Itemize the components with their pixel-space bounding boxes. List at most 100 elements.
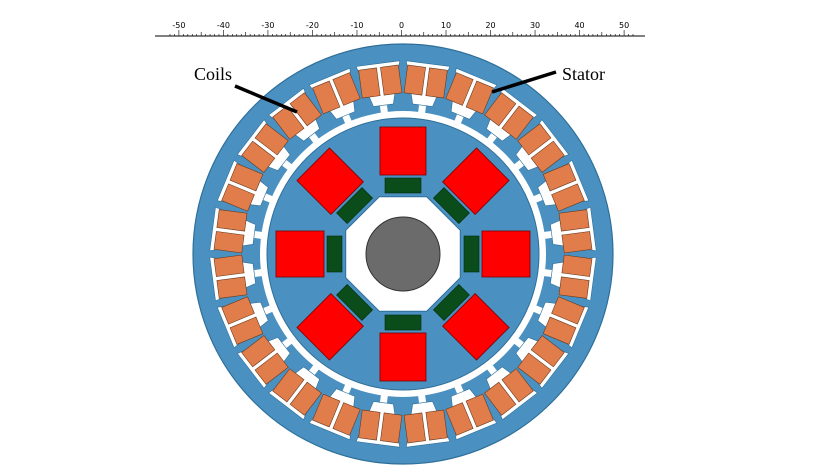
rotor-pole xyxy=(481,230,531,278)
callouts: Coils Stator xyxy=(194,64,605,114)
coil-side xyxy=(425,67,448,99)
ruler-tick-label: 20 xyxy=(485,21,495,30)
coils-leader-line xyxy=(234,84,298,114)
coil-side xyxy=(312,80,341,115)
permanent-magnet xyxy=(442,293,510,361)
stator-slot xyxy=(511,119,570,173)
coil-side xyxy=(221,296,255,325)
magnet-spacer xyxy=(432,283,470,321)
stator-slot xyxy=(236,335,295,389)
coil-side xyxy=(221,183,255,212)
stator-slot xyxy=(541,206,597,254)
rotor-pole xyxy=(379,126,427,176)
coil-side xyxy=(380,64,403,96)
spacer-slot xyxy=(384,177,422,194)
shaft xyxy=(365,216,441,292)
coil-side xyxy=(551,183,585,212)
magnet-spacer xyxy=(463,235,480,273)
coil-side xyxy=(561,254,593,277)
stator-slot xyxy=(216,296,275,349)
stator-slot xyxy=(209,206,265,254)
ruler-tick-label: -50 xyxy=(172,21,185,30)
coil-side xyxy=(241,140,276,173)
spacer-slot xyxy=(432,187,470,225)
ruler-tick-label: -30 xyxy=(261,21,274,30)
coil-side xyxy=(465,393,494,428)
stator-slot xyxy=(355,60,403,116)
coil-side xyxy=(542,316,577,345)
stator-slot xyxy=(308,67,361,126)
permanent-magnet xyxy=(379,126,427,176)
stator-slot xyxy=(308,382,361,441)
stator-slot xyxy=(511,335,570,389)
coil-side xyxy=(380,412,403,444)
spacer-slot xyxy=(336,283,374,321)
machine-cross-section xyxy=(192,43,614,465)
coil-side xyxy=(561,231,593,254)
ruler-tick-label: 30 xyxy=(530,21,540,30)
permanent-magnet xyxy=(379,332,427,382)
coil-side xyxy=(229,163,264,192)
coils-label: Coils xyxy=(194,64,232,84)
coil-side xyxy=(312,393,341,428)
coil-side xyxy=(216,276,248,299)
rotor-pole xyxy=(296,293,364,361)
coil-side xyxy=(272,105,305,140)
coil-side xyxy=(530,140,565,173)
coil-side xyxy=(272,368,305,403)
coil-side xyxy=(517,123,552,156)
permanent-magnet xyxy=(275,230,325,278)
coil-side xyxy=(484,381,517,416)
rotor-pole xyxy=(442,293,510,361)
coil-side xyxy=(465,80,494,115)
coil-side xyxy=(501,105,534,140)
coil-side xyxy=(530,335,565,368)
ruler-tick-label: -40 xyxy=(217,21,230,30)
permanent-magnet xyxy=(296,293,364,361)
permanent-magnet xyxy=(481,230,531,278)
ruler-tick-label: 10 xyxy=(441,21,451,30)
stator-slot xyxy=(268,362,322,421)
coil-side xyxy=(558,276,590,299)
coil-side xyxy=(542,163,577,192)
spacer-slot xyxy=(326,235,343,273)
coil-side xyxy=(558,209,590,232)
stator-slot xyxy=(445,382,498,441)
coil-side xyxy=(332,402,361,436)
coil-side xyxy=(289,381,322,416)
stator-slot xyxy=(268,87,322,146)
stator-slots xyxy=(209,60,597,448)
stator-leader-line xyxy=(491,70,557,94)
stator-slot xyxy=(445,67,498,126)
coil-side xyxy=(254,123,289,156)
ruler-tick-label: -10 xyxy=(350,21,363,30)
ruler-tick-label: 50 xyxy=(619,21,629,30)
coil-side xyxy=(289,92,322,127)
stator-label: Stator xyxy=(562,64,605,84)
coil-side xyxy=(332,72,361,106)
coil-side xyxy=(551,296,585,325)
spacer-slot xyxy=(384,314,422,331)
rotor-pole xyxy=(296,147,364,215)
coil-side xyxy=(484,92,517,127)
magnet-spacer xyxy=(432,187,470,225)
stator-slot xyxy=(403,60,451,116)
stator-slot xyxy=(484,87,538,146)
stator-slot xyxy=(531,159,590,212)
coil-side xyxy=(403,64,426,96)
coil-side xyxy=(241,335,276,368)
coil-side xyxy=(213,254,245,277)
rotor-pole xyxy=(275,230,325,278)
rotor-pole xyxy=(442,147,510,215)
ruler-tick-label: -20 xyxy=(306,21,319,30)
coil-side xyxy=(213,231,245,254)
spacer-slot xyxy=(336,187,374,225)
stator-slot xyxy=(403,392,451,448)
coil-side xyxy=(501,368,534,403)
coil-side xyxy=(358,67,381,99)
magnet-spacer xyxy=(326,235,343,273)
coil-side xyxy=(229,316,264,345)
